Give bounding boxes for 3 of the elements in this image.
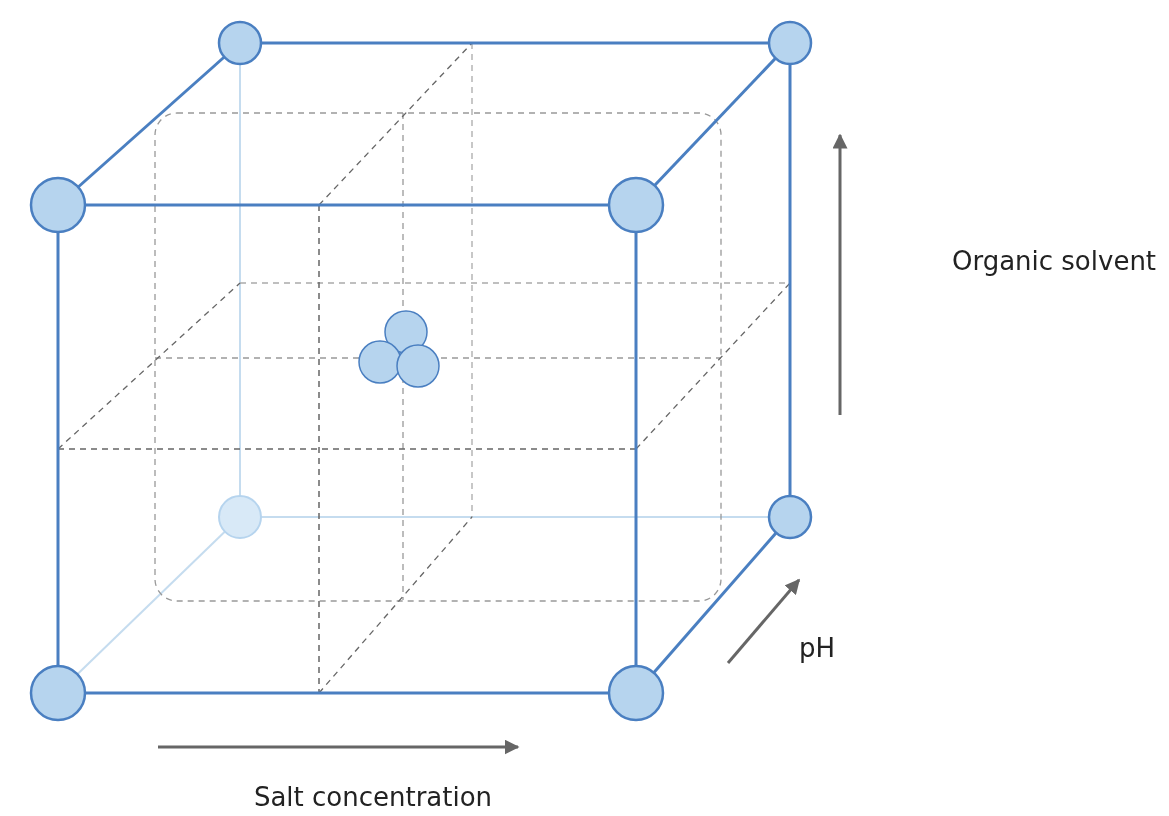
- axis-label: pH: [798, 633, 836, 663]
- axis-label: Salt concentration: [253, 782, 493, 812]
- axis-label: Organic solvent: [951, 246, 1157, 276]
